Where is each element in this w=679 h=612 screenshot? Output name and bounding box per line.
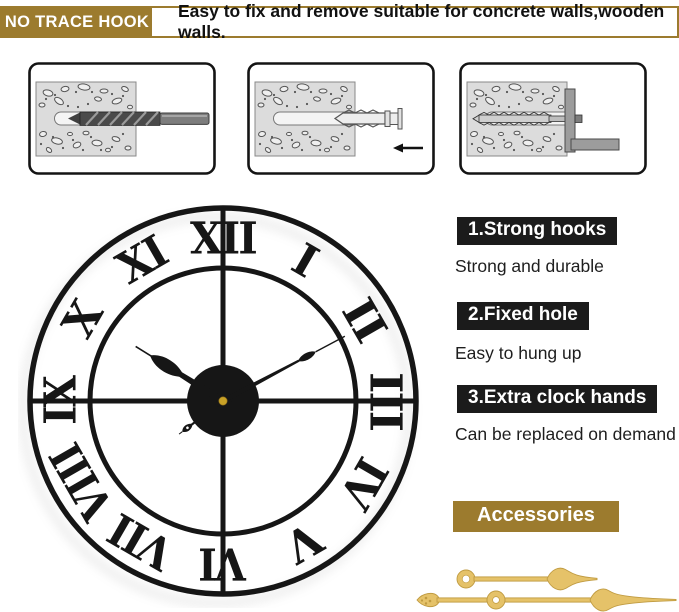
- roman-numeral-wall-clock: XII I II III IV V VI VII VIII IX X XI: [19, 205, 419, 607]
- wall-anchor-icon: [333, 108, 403, 130]
- numeral-1: I: [283, 234, 325, 288]
- feature-3-desc: Can be replaced on demand: [455, 424, 676, 444]
- gold-hour-hand: [456, 567, 598, 591]
- feature-2-desc: Easy to hung up: [455, 343, 582, 363]
- feature-1-title: 1.Strong hooks: [457, 217, 618, 245]
- arrow-left-icon: [393, 143, 423, 153]
- accessories-label: Accessories: [453, 501, 619, 532]
- hour-hand: [135, 345, 232, 409]
- hook-bracket-icon: [564, 88, 620, 153]
- clock-shadow: [19, 213, 413, 607]
- numeral-12: XII: [190, 214, 256, 265]
- numeral-7: VII: [101, 503, 183, 580]
- banner: NO TRACE HOOK Easy to fix and remove sui…: [0, 1, 679, 42]
- drill-bit-icon: [68, 111, 210, 126]
- numeral-6: VI: [200, 538, 247, 589]
- install-step-3-panel: [459, 62, 647, 175]
- install-step-1-panel: [28, 62, 216, 175]
- cross-spokes: [30, 208, 416, 594]
- gold-minute-hand: [416, 588, 677, 612]
- minute-hand: [214, 335, 346, 408]
- center-pin-gold: [218, 396, 228, 406]
- screw-icon: [472, 111, 568, 126]
- second-hand: [178, 404, 218, 435]
- feature-2-title: 2.Fixed hole: [457, 302, 589, 330]
- accessory-clock-hands: [416, 567, 677, 612]
- numeral-9: IX: [36, 374, 87, 425]
- no-trace-hook-badge: NO TRACE HOOK: [2, 8, 152, 36]
- feature-1-desc: Strong and durable: [455, 256, 604, 276]
- numeral-3: III: [360, 372, 411, 430]
- banner-text: Easy to fix and remove suitable for conc…: [178, 1, 665, 42]
- install-step-2-panel: [247, 62, 435, 175]
- feature-3-title: 3.Extra clock hands: [457, 385, 658, 413]
